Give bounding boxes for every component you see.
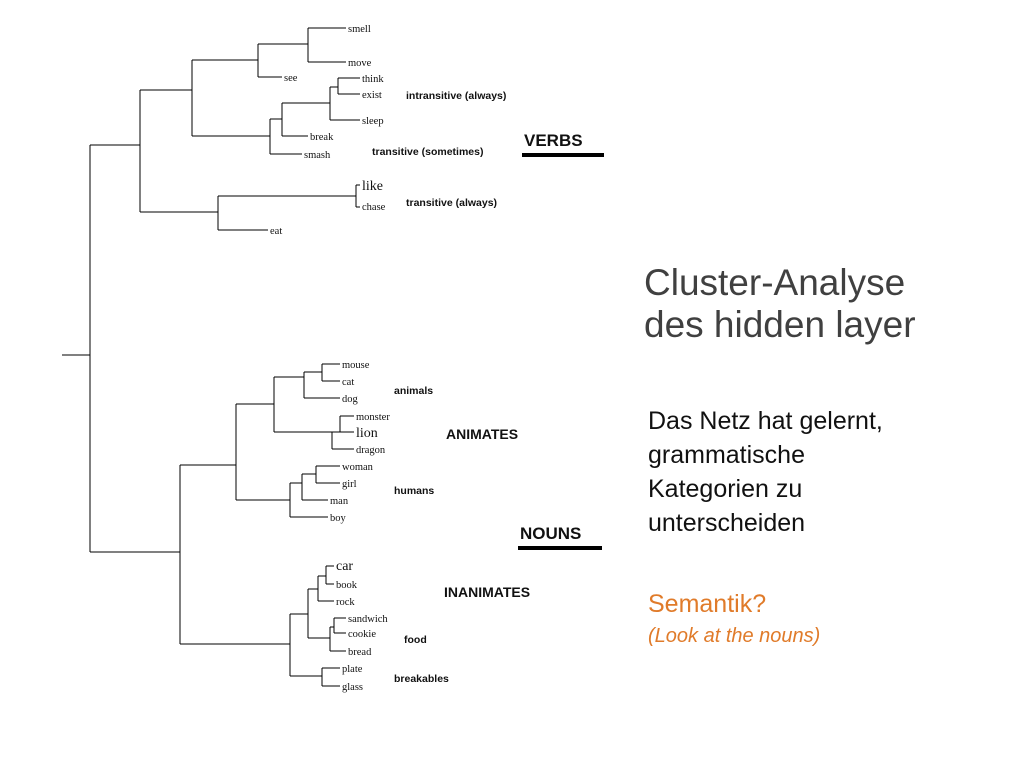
group-food: food [404,634,427,646]
group-transitive-sometimes: transitive (sometimes) [372,146,483,158]
leaf-smash: smash [304,150,331,161]
body-line-1: Das Netz hat gelernt, [648,407,883,435]
slide-title: Cluster-Analyse des hidden layer [644,262,1014,346]
slide-body: Das Netz hat gelernt, grammatische Kateg… [648,404,1018,540]
leaf-bread: bread [348,647,372,658]
leaf-girl: girl [342,479,357,490]
dendrogram-branches [62,27,360,687]
title-line-2: des hidden layer [644,304,916,345]
nouns-label: NOUNS [520,524,581,543]
leaf-plate: plate [342,664,363,675]
category-inanimates: INANIMATES [444,584,530,600]
group-humans: humans [394,485,434,497]
leaf-cookie: cookie [348,629,376,640]
leaf-man: man [330,496,349,507]
leaf-glass: glass [342,682,363,693]
semantik-subtext: (Look at the nouns) [648,625,821,647]
leaf-sandwich: sandwich [348,614,388,625]
verbs-label: VERBS [524,131,583,150]
group-intransitive-always: intransitive (always) [406,90,506,102]
group-breakables: breakables [394,673,449,685]
cluster-dendrogram: smell move see think exist sleep break s… [62,24,604,693]
leaf-mouse: mouse [342,360,370,371]
leaf-eat: eat [270,226,282,237]
leaf-exist: exist [362,90,382,101]
leaf-lion: lion [356,426,378,441]
leaf-boy: boy [330,513,347,524]
leaf-rock: rock [336,597,355,608]
leaf-dragon: dragon [356,445,386,456]
leaf-cat: cat [342,377,354,388]
body-line-2: grammatische [648,441,805,469]
category-animates: ANIMATES [446,426,518,442]
leaf-monster: monster [356,412,390,423]
leaf-move: move [348,58,372,69]
leaf-think: think [362,74,384,85]
leaf-smell: smell [348,24,371,35]
leaf-car: car [336,559,353,574]
leaf-book: book [336,580,358,591]
leaf-see: see [284,73,298,84]
leaf-woman: woman [342,462,374,473]
group-transitive-always: transitive (always) [406,197,497,209]
semantik-question: Semantik? [648,590,767,618]
leaf-chase: chase [362,202,386,213]
body-line-4: unterscheiden [648,509,806,537]
body-line-3: Kategorien zu [648,475,803,503]
group-animals: animals [394,385,433,397]
leaf-break: break [310,132,334,143]
title-line-1: Cluster-Analyse [644,262,906,303]
leaf-sleep: sleep [362,116,384,127]
leaf-like: like [362,179,383,194]
leaf-dog: dog [342,394,359,405]
